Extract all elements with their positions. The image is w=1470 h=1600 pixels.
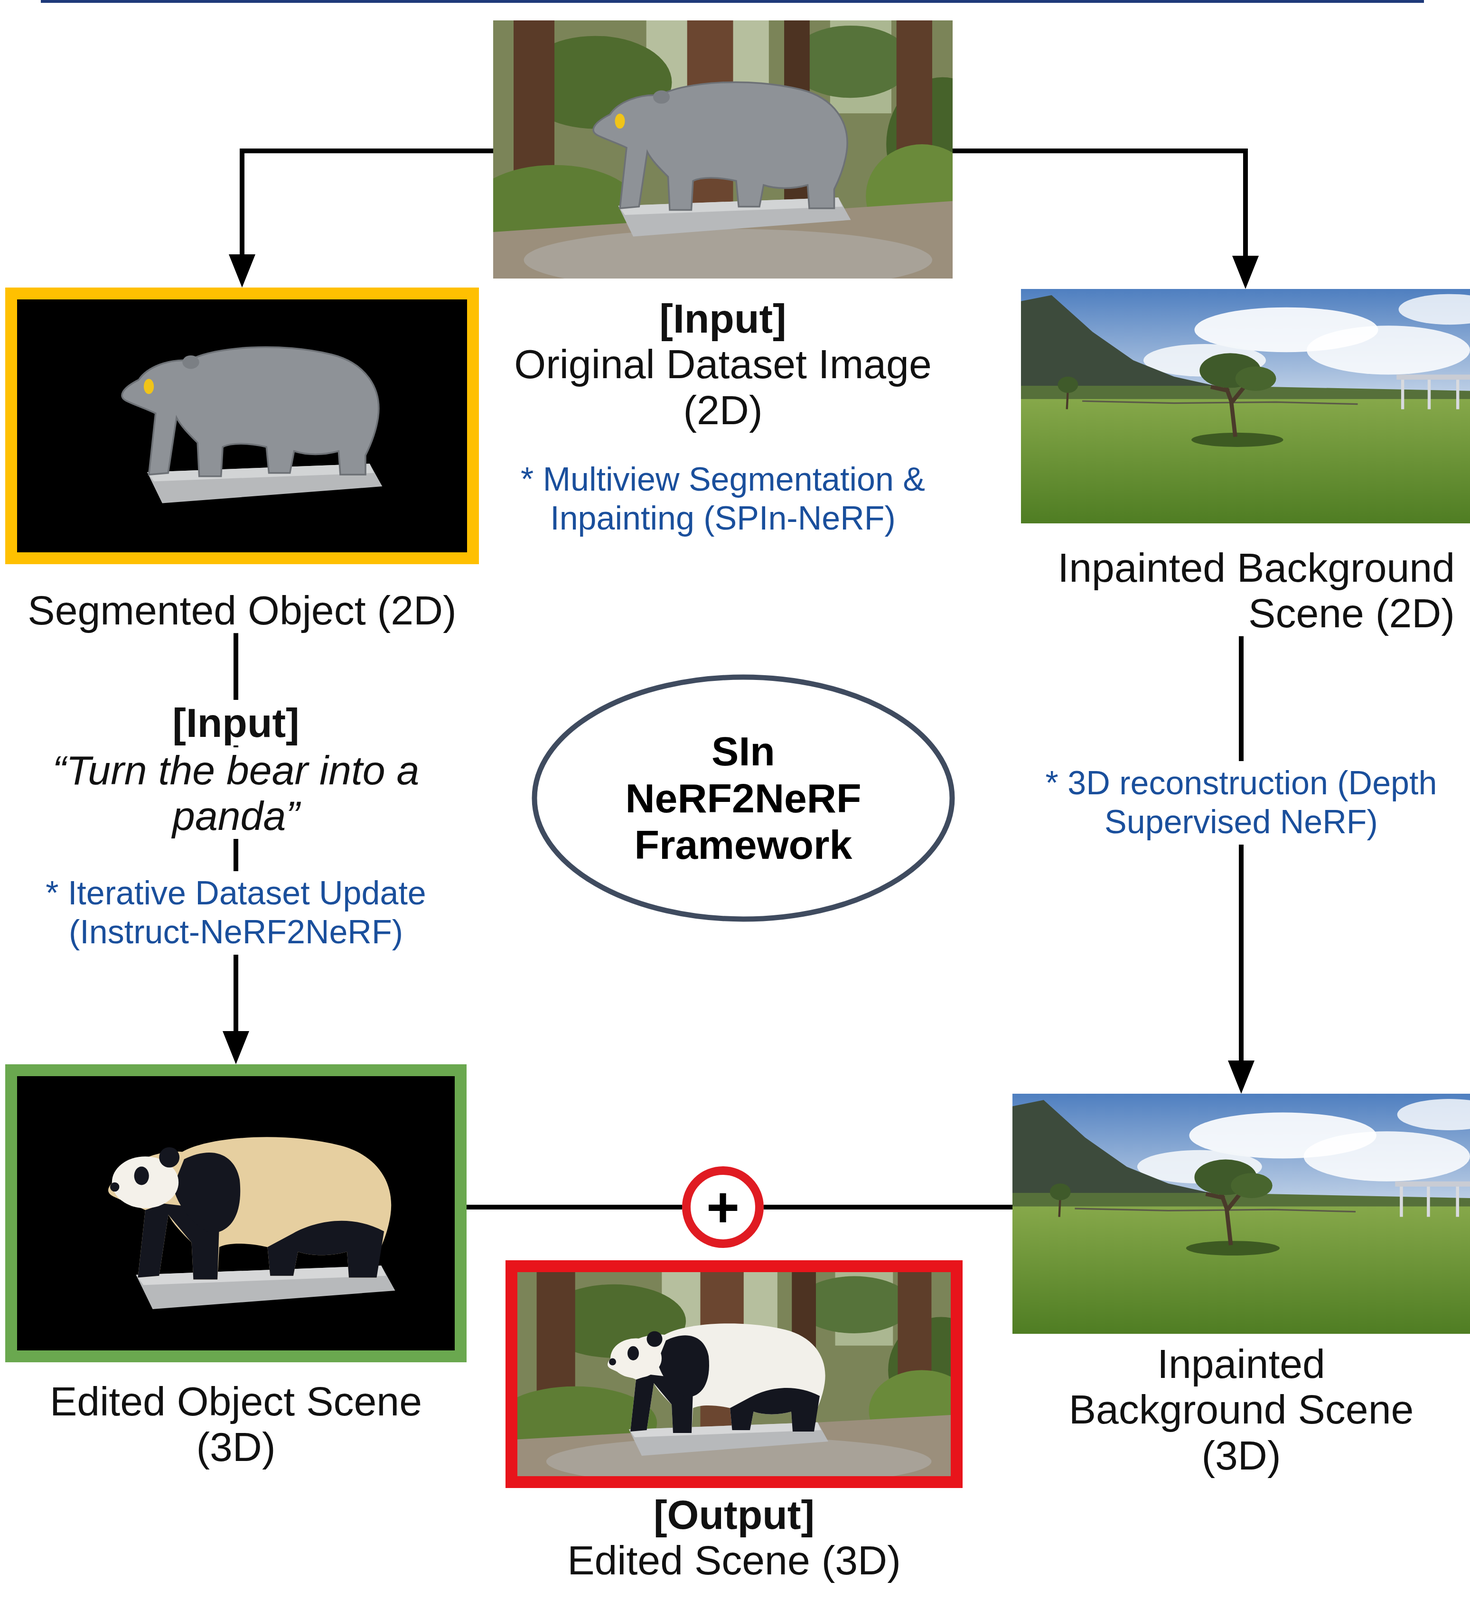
flow-connector	[466, 1205, 683, 1210]
flow-connector	[242, 150, 494, 269]
step-note: * Iterative Dataset Update (Instruct-NeR…	[27, 871, 445, 956]
input-tag: [Input]	[165, 700, 306, 746]
image-frame	[1012, 1094, 1470, 1335]
image-frame	[1020, 289, 1470, 524]
inpainted-landscape-3d	[1012, 1094, 1470, 1335]
inpainted-landscape	[1020, 289, 1470, 524]
ellipse-shape	[534, 677, 953, 920]
mask-background	[17, 299, 468, 553]
top-rule	[40, 0, 1424, 3]
caption: Edited Object Scene (3D)	[27, 1378, 445, 1471]
plus-sign: +	[706, 1179, 740, 1236]
merge-circle: +	[682, 1166, 764, 1249]
output-panel: [Output]Edited Scene (3D)	[505, 1260, 963, 1584]
bear-statue-photo	[593, 82, 852, 237]
segmented-object-panel: Segmented Object (2D)	[5, 287, 479, 634]
flow-connector	[1238, 636, 1244, 1076]
output-panda	[607, 1323, 829, 1457]
input-image-panel: [Input]Original Dataset Image (2D)	[493, 20, 953, 433]
flow-connector	[763, 1205, 1013, 1210]
caption: Segmented Object (2D)	[5, 587, 479, 634]
caption-heading: [Input]	[509, 295, 937, 342]
image-frame	[505, 1260, 963, 1489]
caption: Original Dataset Image (2D)	[495, 341, 951, 433]
background-3d-panel: Inpainted Background Scene (3D)	[1012, 1094, 1470, 1479]
forest-photo	[467, 20, 999, 291]
framework-ellipse: SIn NeRF2NeRF Framework	[531, 674, 956, 923]
caption: Inpainted Background Scene (3D)	[1056, 1341, 1427, 1479]
caption: Edited Scene (3D)	[520, 1537, 948, 1584]
flow-connector	[952, 150, 1246, 271]
background-2d-panel: Inpainted Background Scene (2D)	[1020, 289, 1470, 637]
output-forest	[493, 1272, 994, 1487]
caption: Inpainted Background Scene (2D)	[1027, 544, 1455, 637]
edited-object-panel: Edited Object Scene (3D)	[5, 1064, 467, 1471]
framework-title: SIn NeRF2NeRF Framework	[625, 728, 862, 870]
flow-connector	[233, 633, 239, 1046]
caption-heading: [Output]	[520, 1492, 948, 1538]
mask-background	[17, 1076, 455, 1351]
method-note: * Multiview Segmentation & Inpainting (S…	[499, 460, 946, 539]
image-frame	[5, 287, 479, 565]
image-frame	[493, 20, 953, 279]
step-note: * 3D reconstruction (Depth Supervised Ne…	[1034, 761, 1448, 845]
segmented-bear	[121, 347, 383, 504]
text-prompt: “Turn the bear into a panda”	[34, 747, 438, 840]
edited-panda	[108, 1137, 396, 1310]
image-frame	[5, 1064, 467, 1363]
